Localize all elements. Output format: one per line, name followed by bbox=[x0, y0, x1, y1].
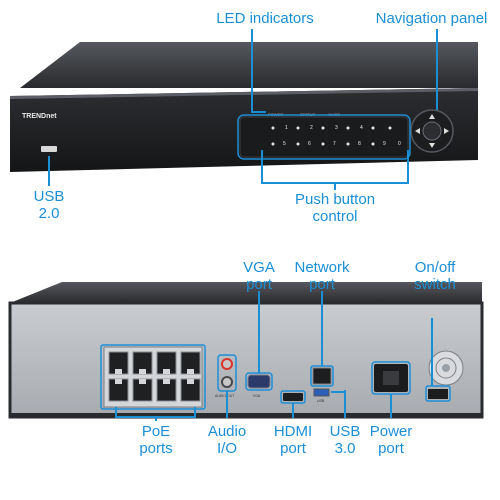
poe-port-tab bbox=[187, 369, 194, 374]
key-label: 1 bbox=[285, 125, 288, 131]
usb3-line1: USB bbox=[329, 423, 361, 440]
key-label: 5 bbox=[283, 141, 286, 147]
network-line2: port bbox=[309, 276, 335, 293]
hdmi-line1: HDMI bbox=[273, 423, 313, 440]
front-view: TRENDnet POWER STATUS %HDD 1 2 3 4 5 6 7… bbox=[10, 42, 478, 172]
brand-logo: TRENDnet bbox=[22, 113, 57, 120]
vga-port-callout-label: VGA port bbox=[234, 259, 284, 293]
audio-out-jack bbox=[221, 376, 233, 388]
nav-up-icon bbox=[429, 114, 435, 119]
onoff-switch-label: On/off switch bbox=[400, 259, 470, 293]
push-button-line1: Push button bbox=[294, 191, 376, 208]
vga-line1: VGA bbox=[243, 259, 275, 276]
network-highlight bbox=[310, 365, 334, 387]
onoff-highlight bbox=[425, 385, 451, 402]
key-label: 8 bbox=[358, 141, 361, 147]
vga-port-label: VGA bbox=[253, 394, 261, 398]
push-button-bracket bbox=[261, 150, 409, 190]
onoff-line1: On/off bbox=[414, 259, 456, 276]
usb3-port-label: USB bbox=[317, 399, 325, 403]
rear-top-surface bbox=[10, 282, 482, 303]
push-button-highlight bbox=[237, 114, 411, 160]
poe-ports bbox=[108, 351, 201, 402]
poe-bracket bbox=[115, 407, 196, 421]
nav-right-icon bbox=[444, 128, 449, 134]
power-line1: Power bbox=[369, 423, 413, 440]
usb2-line2: 2.0 bbox=[38, 205, 60, 222]
nav-left-icon bbox=[415, 128, 420, 134]
usb2-line1: USB bbox=[33, 188, 65, 205]
usb3-label: USB 3.0 bbox=[323, 423, 367, 457]
led-indicators-text: LED indicators bbox=[216, 10, 314, 27]
rear-backplate bbox=[10, 303, 482, 417]
poe-port-tab bbox=[139, 379, 146, 384]
poe-port-tab bbox=[115, 379, 122, 384]
vga-port: VGA bbox=[247, 374, 271, 398]
button-dots bbox=[271, 126, 392, 146]
power-switch bbox=[428, 389, 448, 399]
network-line1: Network bbox=[294, 259, 350, 276]
push-button-keys: 1 2 3 4 5 6 7 8 9 0 bbox=[283, 125, 401, 147]
push-button-label: Push button control bbox=[270, 191, 400, 225]
rear-view: AUDIO OUT VGA USB bbox=[8, 282, 484, 419]
navigation-panel-label: Navigation panel bbox=[363, 10, 500, 27]
audio-port-label: AUDIO OUT bbox=[215, 394, 235, 398]
vga-highlight bbox=[245, 372, 273, 391]
key-label: 9 bbox=[383, 141, 386, 147]
push-button-line2: control bbox=[312, 208, 358, 225]
poe-line2: ports bbox=[139, 440, 173, 457]
poe-port-tab bbox=[115, 369, 122, 374]
poe-highlight bbox=[100, 344, 206, 410]
navigation-panel-text: Navigation panel bbox=[375, 10, 488, 27]
poe-ports-label: PoE ports bbox=[131, 423, 181, 457]
network-port-label: Network port bbox=[285, 259, 359, 293]
poe-port-tab bbox=[139, 369, 146, 374]
hdmi-port bbox=[283, 393, 303, 401]
audio-io-label: Audio I/O bbox=[202, 423, 252, 457]
key-label: 2 bbox=[310, 125, 313, 131]
poe-port-tab bbox=[163, 379, 170, 384]
usb2-label: USB 2.0 bbox=[26, 188, 72, 222]
audio-jacks: AUDIO OUT bbox=[215, 358, 235, 398]
front-edge-highlight bbox=[10, 88, 478, 99]
network-port bbox=[312, 367, 332, 385]
hdmi-port-label: HDMI port bbox=[268, 423, 318, 457]
power-line2: port bbox=[378, 440, 404, 457]
rear-bottom-edge bbox=[10, 413, 482, 418]
onoff-line2: switch bbox=[414, 276, 456, 293]
key-label: 0 bbox=[398, 141, 401, 147]
nav-down-icon bbox=[429, 143, 435, 148]
usb3-line2: 3.0 bbox=[334, 440, 356, 457]
poe-port-tab bbox=[187, 379, 194, 384]
usb3-port bbox=[313, 388, 330, 397]
audio-line2: I/O bbox=[216, 440, 237, 457]
key-label: 4 bbox=[360, 125, 363, 131]
led-indicators-label: LED indicators bbox=[196, 10, 334, 27]
power-socket bbox=[374, 364, 408, 392]
navigation-wheel bbox=[410, 109, 454, 153]
push-button-panel bbox=[239, 116, 409, 158]
power-port-label: Power port bbox=[364, 423, 418, 457]
poe-line1: PoE bbox=[141, 423, 171, 440]
audio-line1: Audio bbox=[207, 423, 247, 440]
vga-line2: port bbox=[246, 276, 272, 293]
front-top-surface bbox=[20, 42, 478, 88]
usb2-port bbox=[41, 146, 57, 152]
fan-grille bbox=[428, 350, 464, 386]
front-callouts bbox=[48, 29, 438, 190]
rear-callouts bbox=[100, 291, 451, 421]
hdmi-line2: port bbox=[280, 440, 306, 457]
audio-in-jack bbox=[221, 358, 233, 370]
led-callout-line bbox=[251, 29, 266, 113]
key-label: 7 bbox=[333, 141, 336, 147]
poe-port-tab bbox=[163, 369, 170, 374]
key-label: 6 bbox=[308, 141, 311, 147]
key-label: 3 bbox=[335, 125, 338, 131]
